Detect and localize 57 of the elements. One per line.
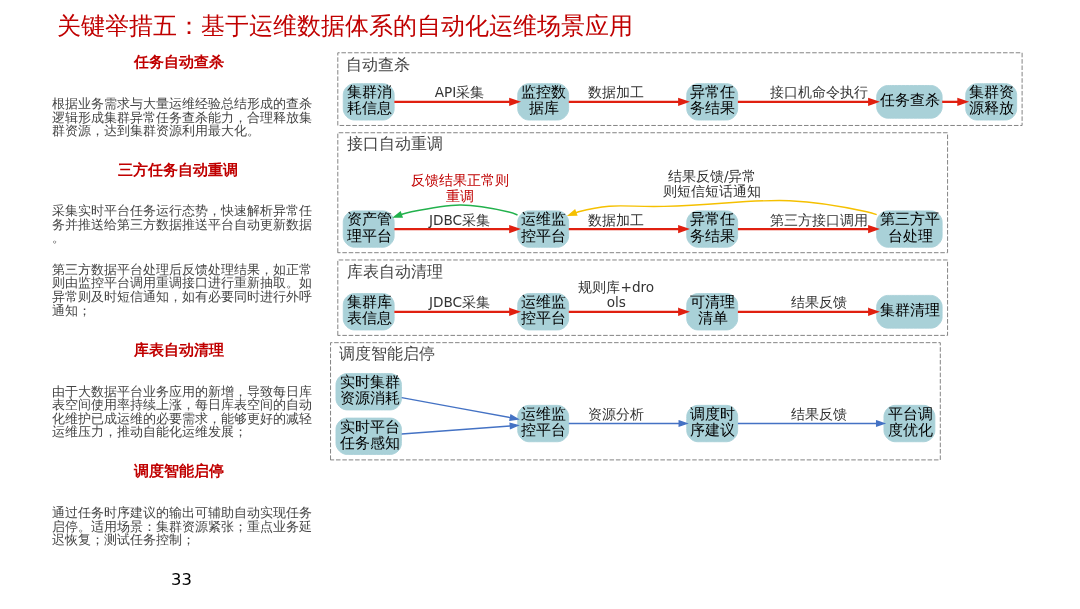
edge-label: 接口机命令执行 [769,84,868,101]
label: 由于大数据平台业务应用的新增，导致每日库表空间使用率持续上涨，每日库表空间的自动化维护已成运维的必要需求，能够更好的减轻运维压力，推动自能化运维发展； [51,383,312,440]
arrow [568,419,689,428]
node-box: 实时集群资源消耗 [335,373,402,411]
diagram-title: 关键举措五：基于运维数据体系的自动化运维场景应用 [56,12,633,41]
node-box: 第三方平台处理 [876,210,943,248]
node-box: 平台调度优化 [883,404,936,443]
arrow [566,199,878,216]
arrow [394,307,522,316]
node-box: 任务查杀 [876,85,943,119]
label: 三方任务自动重调 [118,160,239,179]
edge-label: 数据加工 [588,211,645,228]
edge-label: JDBC采集 [429,211,491,228]
label: 库表自动清理 [134,340,225,359]
node-box: 集群资源释放 [965,83,1018,121]
edge-label: 结果反馈 [790,294,847,311]
edge-label: API采集 [434,84,485,101]
node-box: 运维监控平台 [517,404,570,443]
arrow [400,422,520,435]
label: 任务自动查杀 [134,53,225,72]
edge-label: JDBC采集 [429,294,491,311]
edge-label: 第三方接口调用 [769,211,868,228]
arrow [737,419,887,428]
label: 调度智能启停 [134,462,225,481]
edge-label: 资源分析 [588,406,645,422]
node-box: 可清理清单 [686,293,739,331]
node-box: 运维监控平台 [517,210,570,248]
arrow [568,97,690,106]
edge-label: 反馈结果正常则重调 [410,172,509,204]
node-box: 实时平台任务感知 [335,417,402,455]
edge-label: 结果反馈 [790,406,847,422]
label: 33 [171,569,192,589]
label: 根据业务需求与大量运维经验总结形成的查杀逻辑形成集群异常任务查杀能力，合理释放集群资源，达到集群资源利用最大化。 [51,95,312,139]
node-box: 运维监控平台 [517,293,570,331]
edge-label: 规则库+drools [578,278,655,311]
node-box: 资产管理平台 [342,210,395,248]
arrow [568,224,690,234]
node-box: 监控数据库 [517,83,570,121]
edge-label: 结果反馈/异常则短信短话通知 [663,167,762,200]
edge-label: 数据加工 [588,84,645,101]
label: 通过任务时序建议的输出可辅助自动实现任务启停。适用场景：集群资源紧张；重点业务延迟恢复；测试任务控制； [51,504,312,548]
node-box: 集群消耗信息 [342,83,395,121]
label: 采集实时平台任务运行态势，快速解析异常任务并推送给第三方数据推送平台自动更新数据。 [51,203,312,246]
arrow [737,97,880,106]
arrow [394,224,521,234]
node-box: 异常任务结果 [686,210,739,248]
node-box: 集群清理 [876,294,943,329]
label: 第三方数据平台处理后反馈处理结果，如正常则由监控平台调用重调接口进行重新抽取。如异常则及时短信通知，如有必要同时进行外呼通知； [51,261,312,318]
arrow [568,307,690,316]
node-box: 异常任务结果 [686,83,739,121]
arrow [737,307,880,316]
arrow [400,396,520,422]
arrow [392,204,519,218]
arrow [737,224,880,234]
node-box: 调度时序建议 [686,404,739,443]
node-box: 集群库表信息 [342,293,395,331]
arrow [394,97,521,106]
